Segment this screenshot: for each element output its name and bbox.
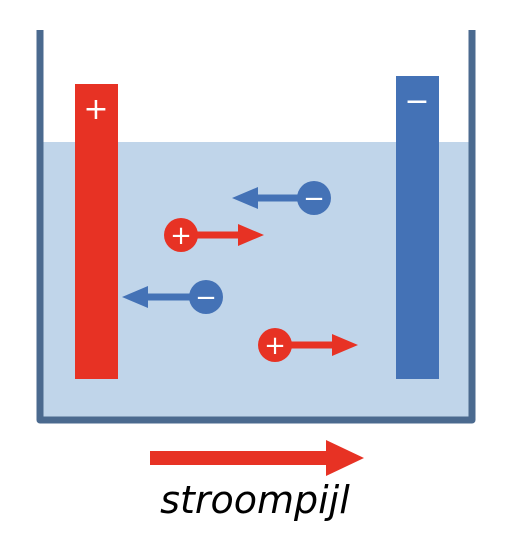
- current-arrow: [150, 440, 364, 476]
- caption: stroompijl: [160, 478, 350, 522]
- ion-sign: −: [303, 184, 325, 214]
- ion-sign: +: [264, 331, 286, 361]
- positive-ion-arrow: +: [164, 218, 264, 252]
- negative-ion: [189, 280, 223, 314]
- anode-sign: +: [83, 92, 108, 127]
- positive-ion: [164, 218, 198, 252]
- positive-ion: [258, 328, 292, 362]
- negative-ion-arrow: −: [232, 181, 331, 215]
- anode-electrode: +: [75, 84, 118, 379]
- ion-sign: +: [170, 221, 192, 251]
- container: [36, 30, 476, 424]
- negative-ion: [297, 181, 331, 215]
- cathode-electrode: −: [396, 76, 439, 379]
- ion-sign: −: [195, 283, 217, 313]
- positive-ion-arrow: +: [258, 328, 358, 362]
- negative-ion-arrow: −: [122, 280, 223, 314]
- cathode-sign: −: [404, 84, 429, 119]
